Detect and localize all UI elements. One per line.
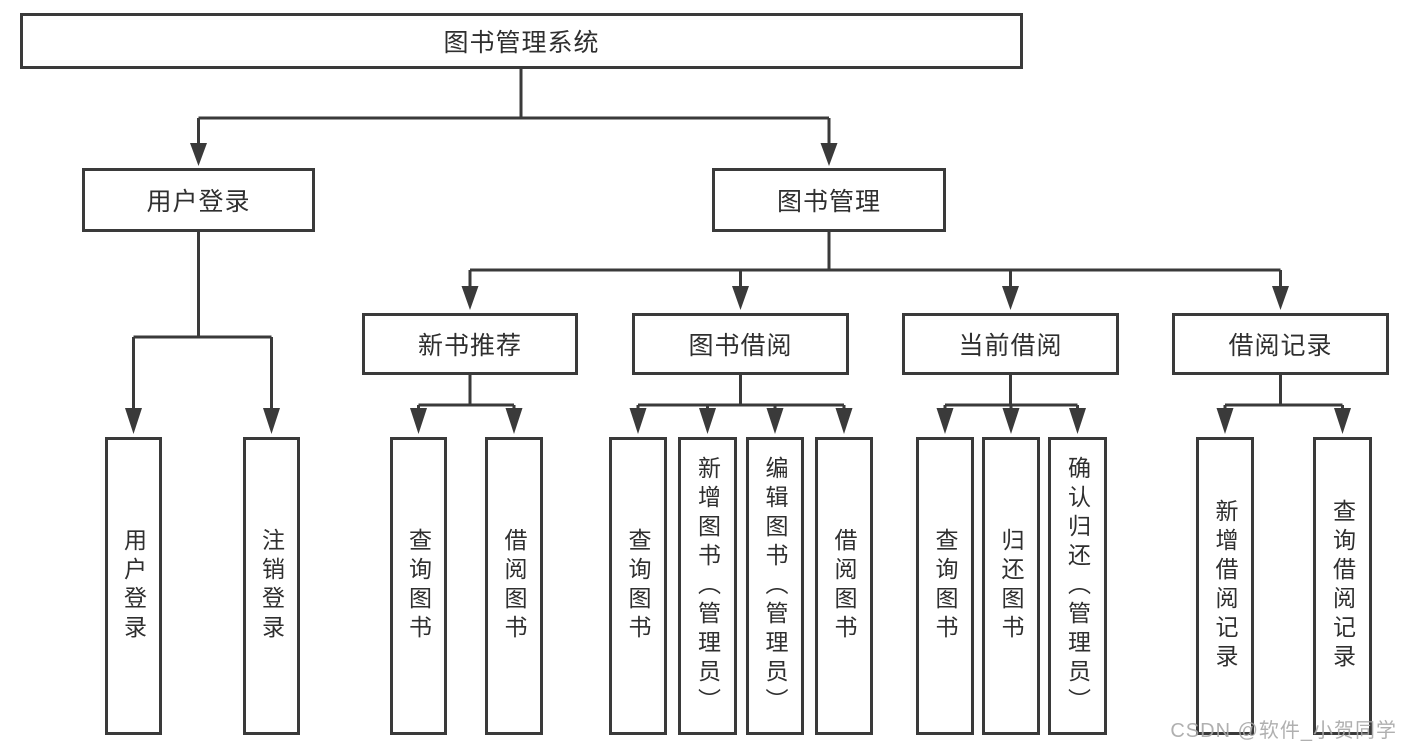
node-current-borrowing: 当前借阅 — [902, 313, 1119, 375]
node-leaf-query-books-recommend: 查询图书 — [390, 437, 447, 735]
node-leaf-add-borrow-record: 新增借阅记录 — [1196, 437, 1254, 735]
node-leaf-query-books-borrow: 查询图书 — [609, 437, 667, 735]
node-book-borrowing: 图书借阅 — [632, 313, 849, 375]
node-library-system-label: 图书管理系统 — [443, 29, 600, 57]
node-user-login-label: 用户登录 — [146, 188, 251, 216]
node-leaf-add-book-admin: 新增图书（管理员） — [678, 437, 737, 735]
arrowheads — [125, 143, 1351, 434]
node-library-system: 图书管理系统 — [20, 13, 1023, 69]
node-leaf-query-borrow-record-label: 查询借阅记录 — [1329, 499, 1356, 673]
node-book-borrowing-label: 图书借阅 — [688, 332, 793, 360]
node-current-borrowing-label: 当前借阅 — [958, 332, 1063, 360]
node-leaf-query-borrow-record: 查询借阅记录 — [1313, 437, 1372, 735]
node-leaf-confirm-return-admin-label: 确认归还（管理员） — [1064, 455, 1091, 717]
node-leaf-return-book: 归还图书 — [982, 437, 1040, 735]
watermark: CSDN @软件_小贺同学 — [1170, 720, 1397, 742]
node-leaf-add-book-admin-label: 新增图书（管理员） — [694, 455, 721, 717]
node-new-book-recommend: 新书推荐 — [362, 313, 578, 375]
node-leaf-user-login-label: 用户登录 — [120, 528, 147, 644]
node-borrowing-records: 借阅记录 — [1172, 313, 1389, 375]
node-leaf-logout-label: 注销登录 — [258, 528, 285, 644]
node-borrowing-records-label: 借阅记录 — [1228, 332, 1333, 360]
node-leaf-query-books-borrow-label: 查询图书 — [625, 528, 651, 644]
node-leaf-query-books-recommend-label: 查询图书 — [405, 528, 432, 644]
node-leaf-borrow-books-recommend-label: 借阅图书 — [501, 528, 527, 644]
node-leaf-edit-book-admin: 编辑图书（管理员） — [746, 437, 804, 735]
node-leaf-borrow-books-recommend: 借阅图书 — [485, 437, 543, 735]
node-book-management: 图书管理 — [712, 168, 946, 232]
node-leaf-edit-book-admin-label: 编辑图书（管理员） — [762, 455, 788, 717]
node-leaf-query-books-current-label: 查询图书 — [932, 528, 958, 644]
node-user-login: 用户登录 — [82, 168, 315, 232]
node-leaf-add-borrow-record-label: 新增借阅记录 — [1212, 499, 1238, 673]
node-leaf-query-books-current: 查询图书 — [916, 437, 974, 735]
node-leaf-logout: 注销登录 — [243, 437, 300, 735]
node-leaf-borrow-books-label: 借阅图书 — [831, 528, 857, 644]
node-leaf-return-book-label: 归还图书 — [998, 528, 1024, 644]
node-leaf-confirm-return-admin: 确认归还（管理员） — [1048, 437, 1107, 735]
node-new-book-recommend-label: 新书推荐 — [417, 332, 522, 360]
node-book-management-label: 图书管理 — [776, 188, 881, 216]
node-leaf-user-login: 用户登录 — [105, 437, 162, 735]
node-leaf-borrow-books: 借阅图书 — [815, 437, 873, 735]
